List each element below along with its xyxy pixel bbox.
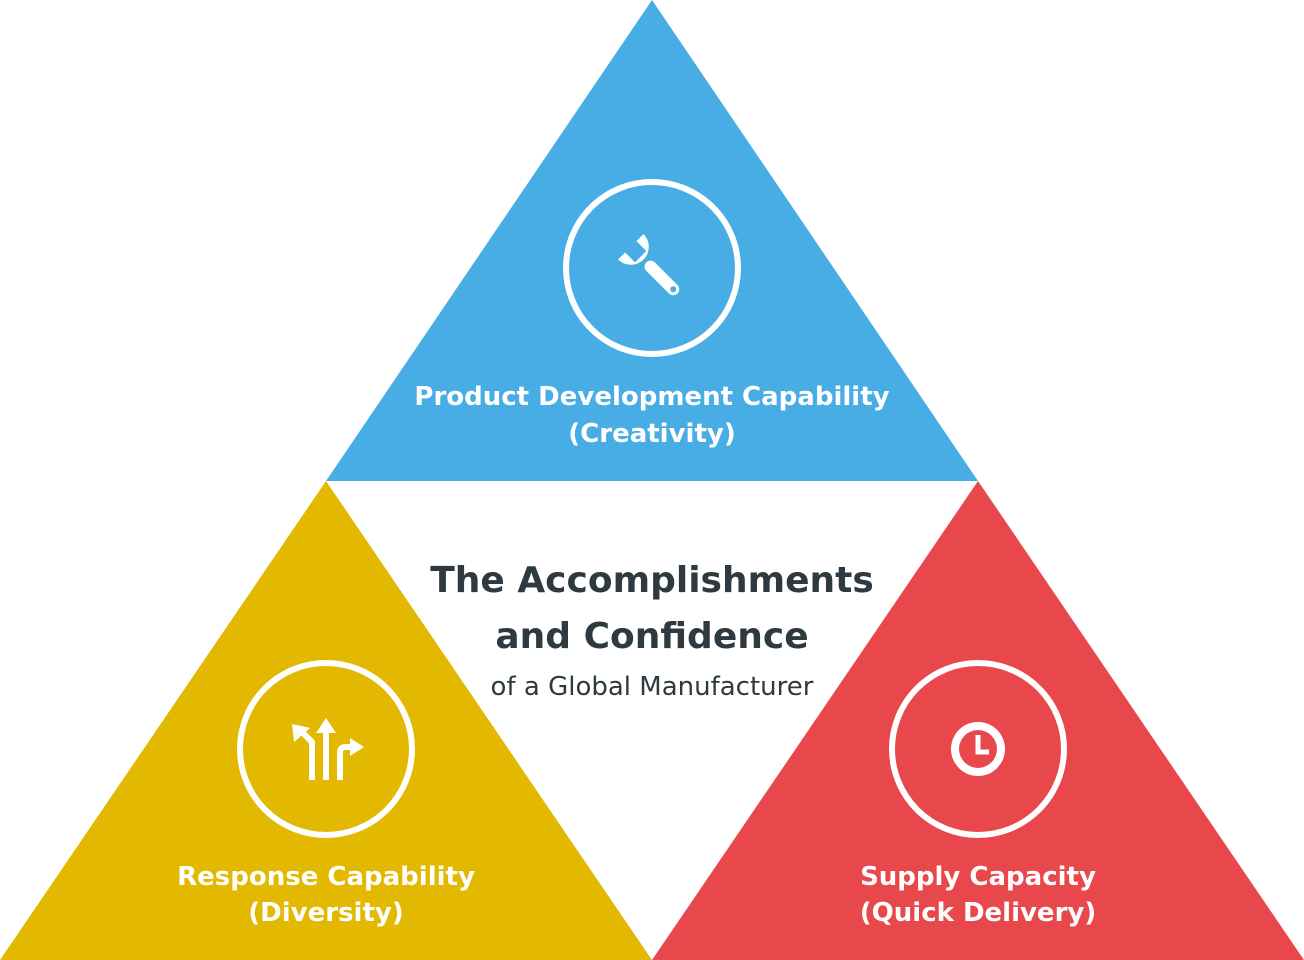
wrench-icon [618,234,680,296]
right-triangle [652,481,1304,960]
center-title-line1: The Accomplishments [430,560,874,601]
clock-icon [951,722,1005,776]
top-icon-badge [563,179,741,357]
top-triangle [326,0,978,481]
center-subtitle: of a Global Manufacturer [491,672,814,702]
right-label-line1: Supply Capacity [860,862,1096,892]
right-label-line2: (Quick Delivery) [860,898,1096,928]
left-icon-badge [237,660,415,838]
top-label-line1: Product Development Capability [414,382,889,412]
right-icon-badge [889,660,1067,838]
left-label-line1: Response Capability [177,862,475,892]
left-label-line2: (Diversity) [248,898,403,928]
branching-arrows-icon [292,718,364,780]
center-title-line2: and Confidence [495,616,808,657]
top-label-line2: (Creativity) [568,419,735,449]
